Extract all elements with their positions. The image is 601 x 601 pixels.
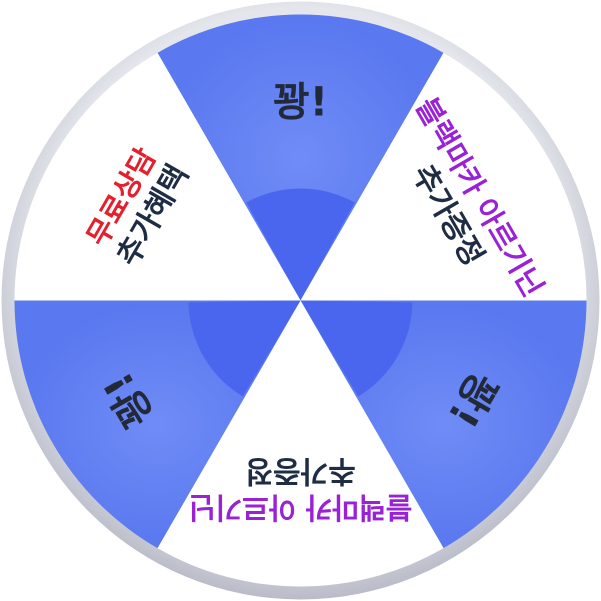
wheel-segment-inner	[246, 188, 355, 301]
wheel-segment	[157, 14, 444, 301]
miss-label: 꽝!	[273, 80, 328, 126]
prize-subtitle: 추가증정	[245, 453, 355, 488]
wheel-segment	[157, 300, 444, 587]
wheel-segment-inner	[188, 300, 301, 397]
wheel-segment	[300, 52, 587, 301]
wheel-segment	[14, 52, 301, 301]
wheel-segments	[14, 14, 587, 587]
wheel-segment-inner	[300, 300, 413, 397]
prize-title: 블랙마카 아르기닌	[189, 491, 413, 525]
segment-label: 꽝!	[273, 80, 328, 126]
